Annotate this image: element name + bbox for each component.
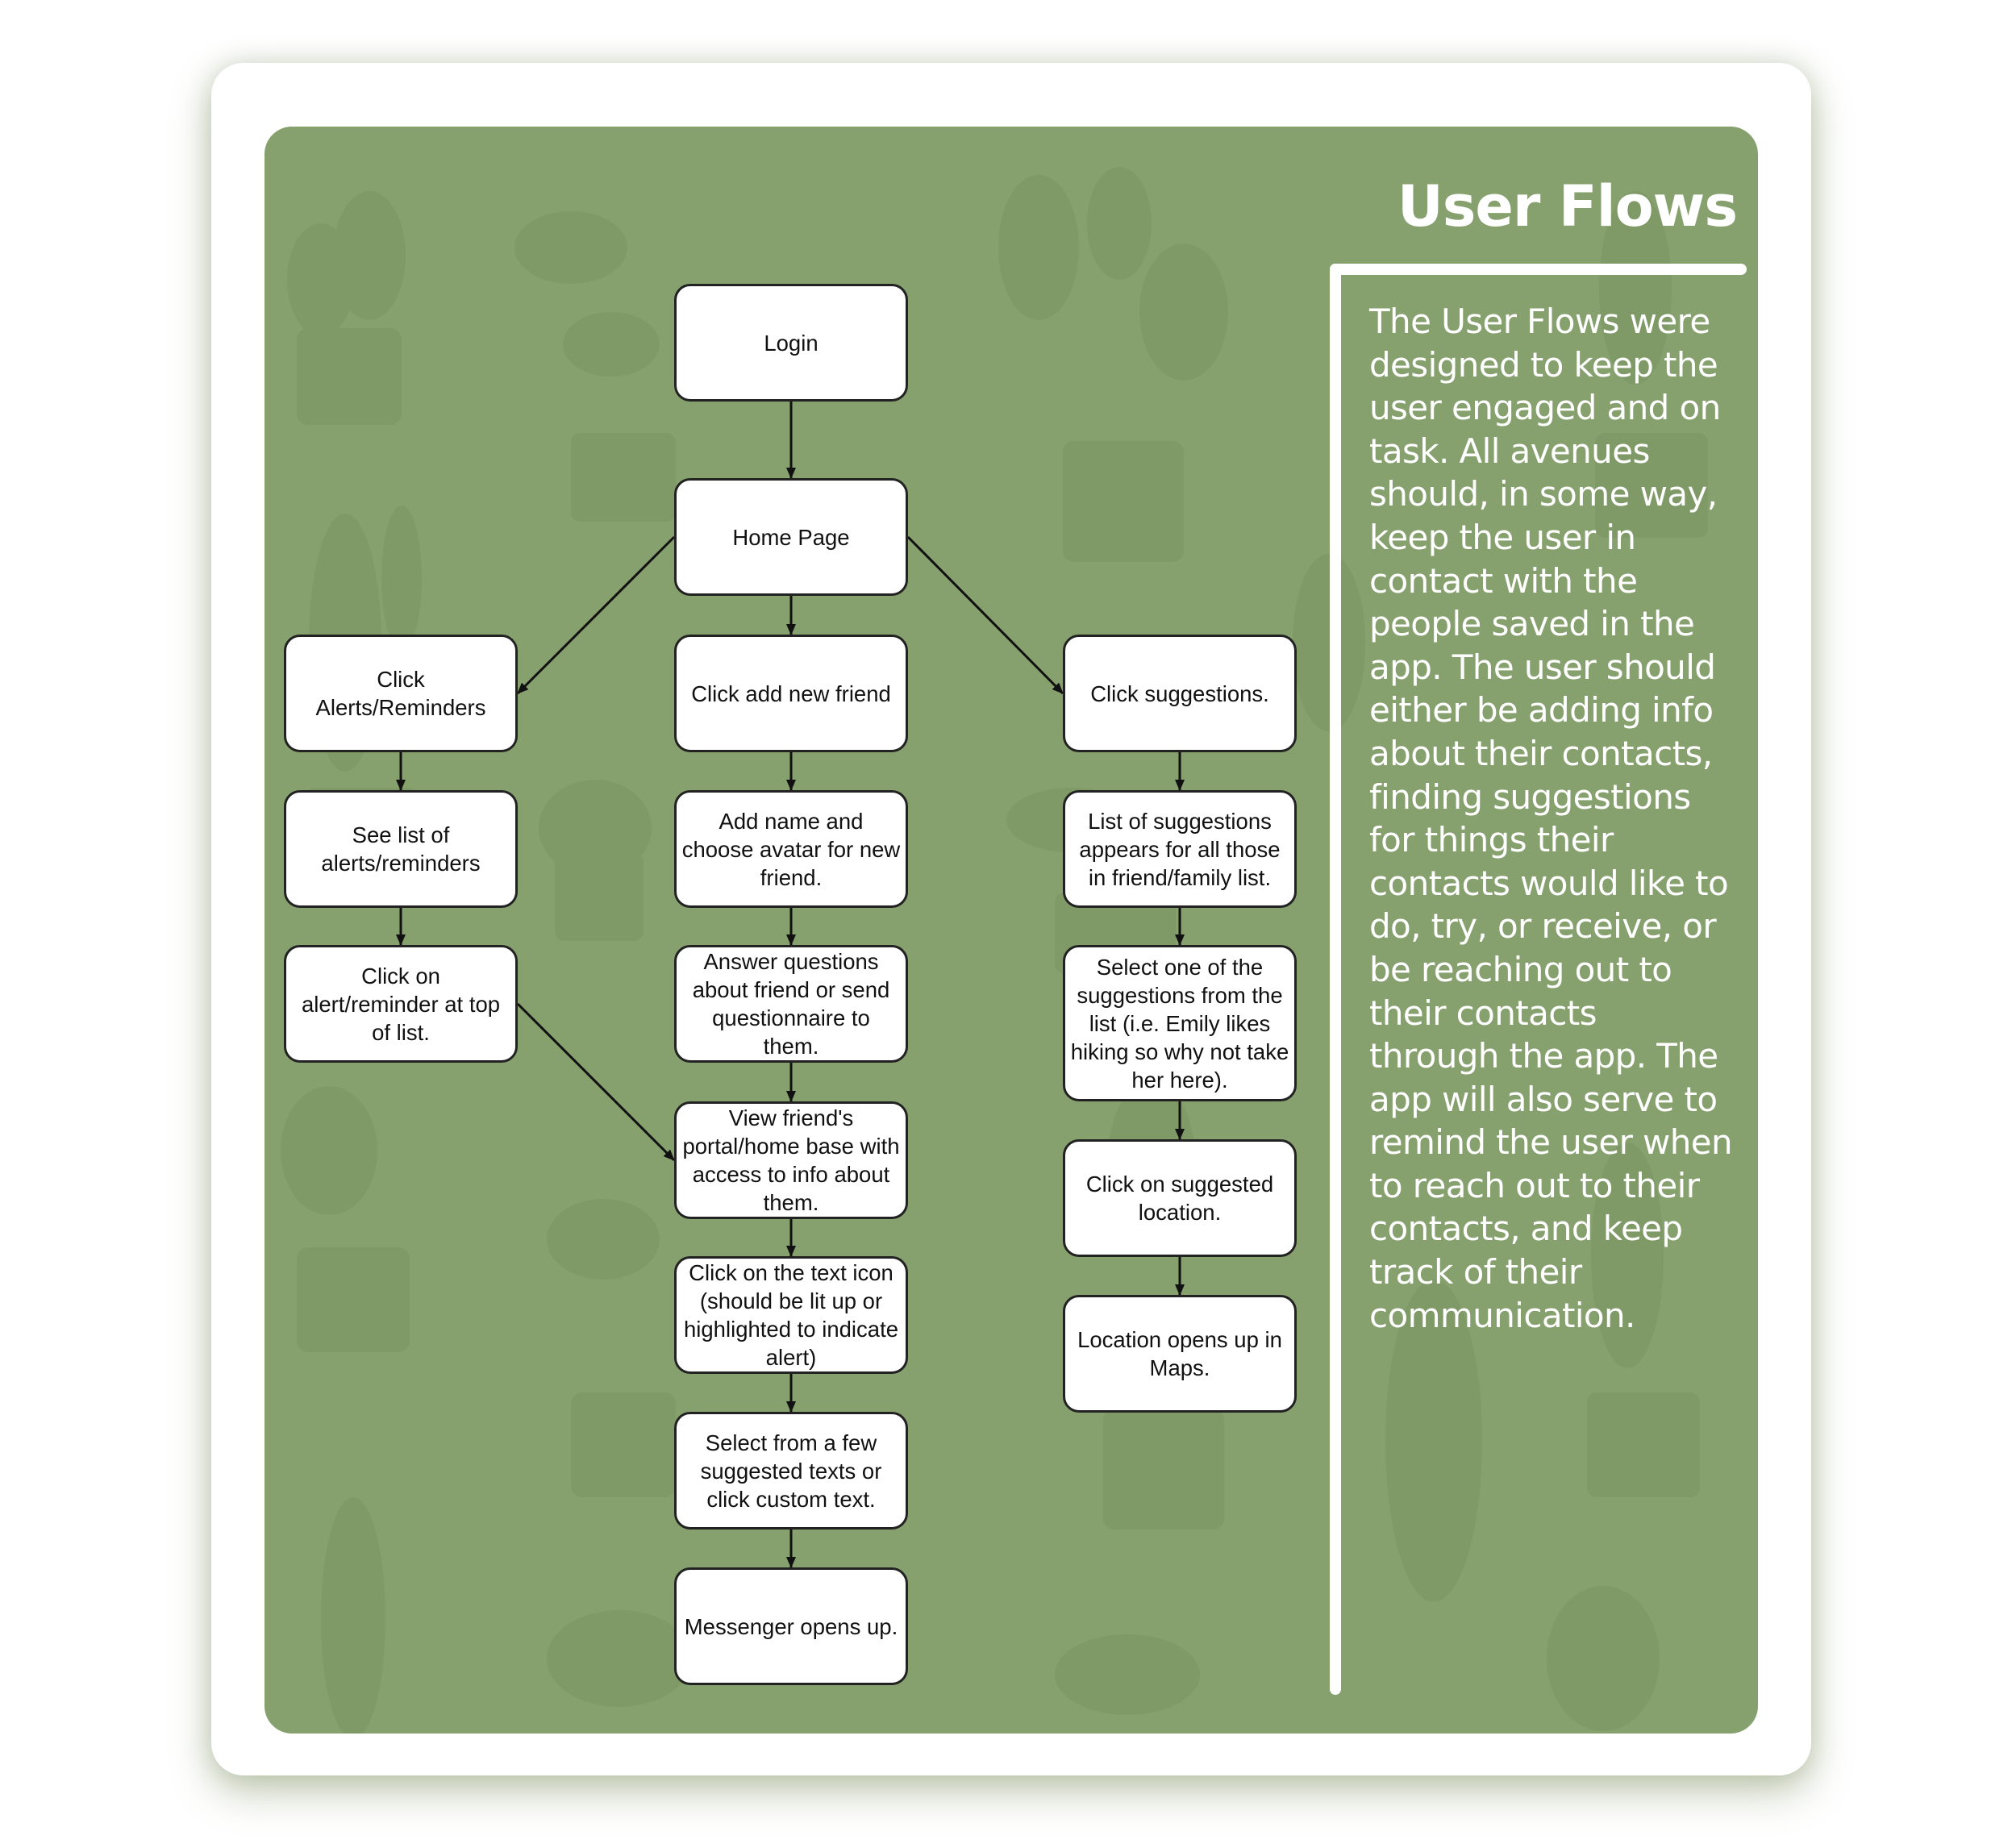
user-flows-description: The User Flows were designed to keep the… (1369, 302, 1733, 1335)
flow-node-messenger-opens: Messenger opens up. (674, 1567, 908, 1685)
flow-node-see-alerts-list: See list of alerts/reminders (284, 790, 518, 908)
flow-node-home-page: Home Page (674, 478, 908, 596)
flow-node-click-alerts: Click Alerts/Reminders (284, 635, 518, 752)
page-title: User Flows (1397, 173, 1738, 239)
flow-node-select-suggestion: Select one of the suggestions from the l… (1063, 945, 1297, 1101)
flow-node-click-alert-top: Click on alert/reminder at top of list. (284, 945, 518, 1063)
user-flows-panel: User Flows The User Flows were designed … (264, 127, 1758, 1734)
flow-node-location-opens-maps: Location opens up in Maps. (1063, 1295, 1297, 1413)
flow-node-view-friend-portal: View friend's portal/home base with acce… (674, 1101, 908, 1219)
flow-node-list-of-suggestions: List of suggestions appears for all thos… (1063, 790, 1297, 908)
flow-node-click-suggestions: Click suggestions. (1063, 635, 1297, 752)
flow-arrow-click_alert_top-to-view_portal (516, 1002, 676, 1162)
flow-arrow-home-to-click_suggestions (906, 535, 1064, 695)
flow-node-login: Login (674, 284, 908, 402)
flow-node-click-suggested-location: Click on suggested location. (1063, 1139, 1297, 1257)
flow-node-click-add-friend: Click add new friend (674, 635, 908, 752)
flow-arrow-home-to-click_alerts (516, 535, 676, 695)
flow-node-select-suggested-texts: Select from a few suggested texts or cli… (674, 1412, 908, 1530)
flow-node-click-text-icon: Click on the text icon (should be lit up… (674, 1256, 908, 1374)
title-rule-vertical (1330, 264, 1341, 1695)
flow-node-answer-questions: Answer questions about friend or send qu… (674, 945, 908, 1063)
title-rule-horizontal (1330, 264, 1747, 275)
flow-node-add-name-avatar: Add name and choose avatar for new frien… (674, 790, 908, 908)
flow-connectors (396, 402, 1185, 1568)
